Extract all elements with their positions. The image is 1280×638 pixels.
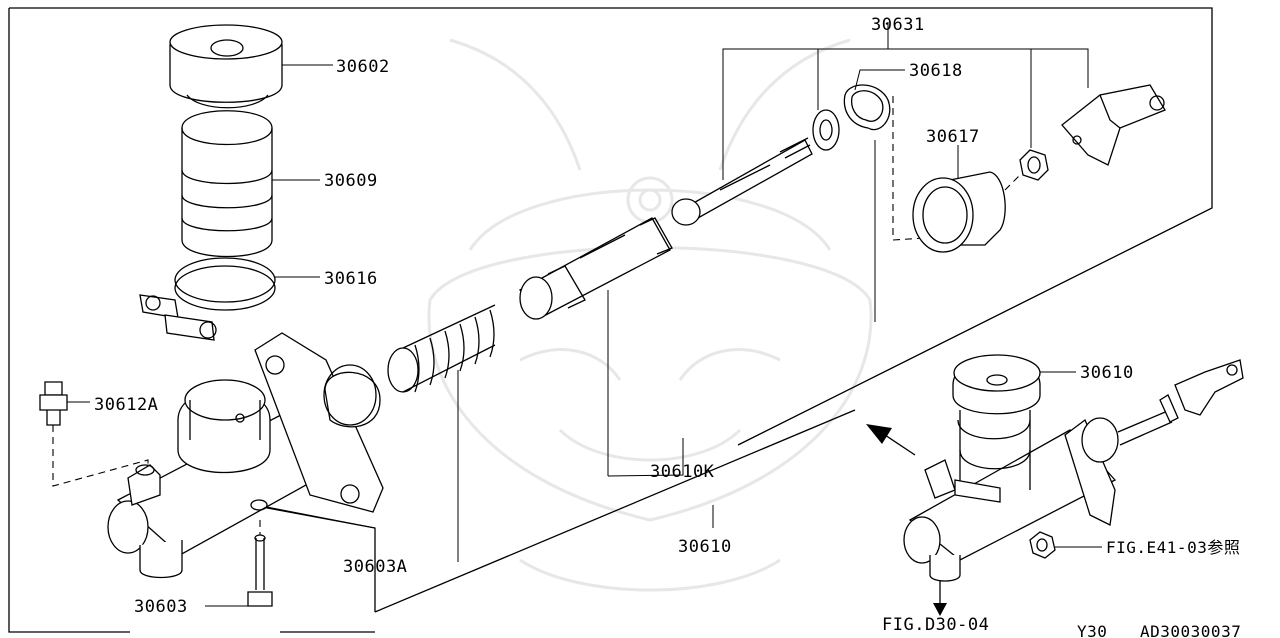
reservoir-body-30609[interactable] [181,110,320,258]
part-label-30603A[interactable]: 30603A [343,557,407,577]
part-label-30617[interactable]: 30617 [926,127,980,147]
washer-30603A[interactable] [250,499,376,529]
union-bolt-30603[interactable] [205,520,273,607]
footer-model: Y30 [1077,622,1107,638]
part-label-30610-lower[interactable]: 30610 [678,537,732,557]
boot-30617[interactable] [912,145,1006,253]
reservoir-cap-30602[interactable] [169,24,333,109]
master-cylinder-body[interactable] [107,332,384,579]
reference-fig-e41[interactable]: FIG.E41-03参照 [1106,538,1240,557]
part-label-30603[interactable]: 30603 [134,597,188,617]
clevis-yoke[interactable] [1061,84,1166,166]
nut-fig-e41[interactable] [1029,531,1102,559]
piston-assembly-30610K[interactable] [519,217,684,477]
part-label-30612A[interactable]: 30612A [94,395,158,415]
part-label-30610K[interactable]: 30610K [650,462,715,482]
watermark-emblem [427,38,873,592]
footer-diagram-code: AD30030037 [1140,622,1241,638]
part-label-30602[interactable]: 30602 [336,57,390,77]
reference-fig-d30[interactable]: FIG.D30-04 [882,615,989,635]
leader-30631 [722,22,1089,180]
direction-arrow [866,424,916,456]
gasket-30618[interactable] [843,69,926,322]
part-label-30631[interactable]: 30631 [871,15,925,35]
return-spring[interactable] [387,304,496,562]
hose-clamp-30616[interactable] [139,257,320,341]
bleeder-screw-30612A[interactable] [39,381,149,487]
lock-nut[interactable] [1004,149,1049,191]
boot-seal-30618[interactable] [812,109,840,151]
master-cylinder-assembly-30610[interactable] [903,354,1244,616]
part-label-30616[interactable]: 30616 [324,269,378,289]
push-rod-30631[interactable] [671,137,813,226]
part-label-30618[interactable]: 30618 [909,61,963,81]
part-label-30610-assembly[interactable]: 30610 [1080,363,1134,383]
part-label-30609[interactable]: 30609 [324,171,378,191]
